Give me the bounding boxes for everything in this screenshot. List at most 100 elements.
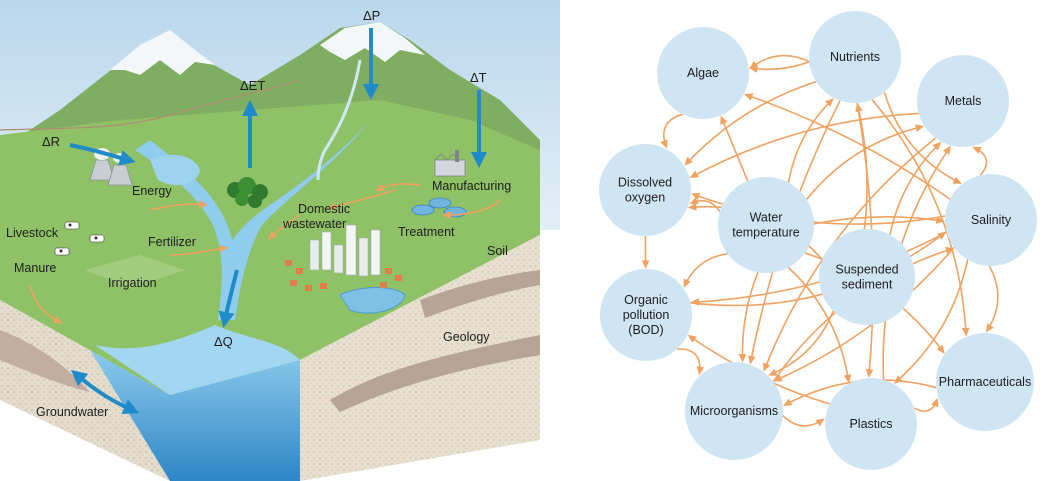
- edge-algae-to-dissolved_oxygen: [660, 113, 683, 149]
- edge-water_temperature-to-organic_pollution: [683, 253, 728, 288]
- node-circle-dissolved-oxygen: [599, 144, 691, 236]
- edge-water_temperature-to-metals: [805, 124, 925, 200]
- water-surface: [95, 325, 300, 395]
- irrigation-field: [85, 255, 185, 288]
- node-label-water-temperature: Water: [750, 211, 783, 225]
- node-label-microorganisms: Microorganisms: [690, 404, 778, 418]
- edge-organic_pollution-to-microorganisms: [677, 348, 705, 376]
- manufacturing-label: Manufacturing: [432, 179, 511, 193]
- node-metals: Metals: [917, 55, 1009, 147]
- delta-q-label: ΔQ: [214, 334, 233, 349]
- manure-label: Manure: [14, 261, 56, 275]
- node-label-organic-pollution: pollution: [623, 308, 670, 322]
- reservoir: [339, 287, 406, 314]
- node-label-algae: Algae: [687, 66, 719, 80]
- edge-suspended_sediment-to-microorganisms: [768, 310, 834, 376]
- node-label-organic-pollution: (BOD): [628, 323, 663, 337]
- delta-et-label: ΔET: [240, 78, 265, 93]
- edge-microorganisms-to-plastics: [782, 415, 825, 427]
- node-circle-microorganisms: [685, 362, 783, 460]
- node-label-metals: Metals: [945, 94, 982, 108]
- node-label-nutrients: Nutrients: [830, 50, 880, 64]
- node-circle-algae: [657, 27, 749, 119]
- rock-layer-left: [0, 330, 90, 392]
- node-circle-water-temperature: [718, 177, 814, 273]
- delta-p-label: ΔP: [363, 8, 380, 23]
- soil-label: Soil: [487, 244, 508, 258]
- node-plastics: Plastics: [825, 378, 917, 470]
- road: [0, 79, 301, 131]
- edge-metals-to-dissolved_oxygen: [689, 112, 919, 179]
- factory-icon: [434, 150, 466, 177]
- edge-nutrients-to-salinity: [883, 92, 962, 184]
- water-landscape-panel: ΔR ΔET ΔP ΔT ΔQ Energy Manufacturing Dom…: [0, 0, 560, 481]
- domestic-label: Domestic: [298, 202, 350, 216]
- river: [135, 120, 370, 320]
- forest-icon: [227, 177, 268, 208]
- delta-t-label: ΔT: [470, 70, 487, 85]
- node-label-plastics: Plastics: [849, 417, 892, 431]
- delta-r-label: ΔR: [42, 134, 60, 149]
- edge-salinity-to-plastics: [893, 259, 969, 384]
- livestock-label: Livestock: [6, 226, 59, 240]
- deep-water: [90, 350, 300, 481]
- node-label-organic-pollution: Organic: [624, 293, 668, 307]
- node-label-suspended-sediment: Suspended: [835, 263, 898, 277]
- node-circle-plastics: [825, 378, 917, 470]
- edge-salinity-to-metals: [972, 146, 988, 176]
- node-label-pharmaceuticals: Pharmaceuticals: [939, 375, 1031, 389]
- node-microorganisms: Microorganisms: [685, 362, 783, 460]
- wastewater-label: wastewater: [282, 217, 346, 231]
- node-circle-pharmaceuticals: [936, 333, 1034, 431]
- edge-water_temperature-to-algae: [720, 115, 749, 182]
- edge-salinity-to-pharmaceuticals: [985, 265, 999, 333]
- rock-layer-right-2: [330, 335, 540, 412]
- water-quality-nodes: NutrientsAlgaeMetalsDissolvedoxygenWater…: [599, 11, 1037, 470]
- mountain-stream: [316, 59, 362, 181]
- node-nutrients: Nutrients: [809, 11, 901, 103]
- node-pharmaceuticals: Pharmaceuticals: [936, 333, 1034, 431]
- node-circle-suspended-sediment: [819, 229, 915, 325]
- node-label-water-temperature: temperature: [732, 226, 799, 240]
- edge-nutrients-to-pharmaceuticals: [871, 99, 970, 337]
- edge-nutrients-to-dissolved_oxygen: [684, 80, 817, 166]
- climate-arrows: [69, 28, 487, 414]
- edge-suspended_sediment-to-metals: [889, 141, 942, 236]
- edge-salinity-to-algae: [743, 93, 951, 200]
- edge-water_temperature-to-dissolved_oxygen: [689, 197, 721, 213]
- edge-plastics-to-pharmaceuticals: [913, 397, 939, 413]
- edge-water_temperature-to-nutrients: [787, 98, 834, 183]
- grassland: [0, 100, 540, 395]
- node-circle-organic-pollution: [600, 269, 692, 361]
- city-icon: [285, 224, 402, 291]
- node-salinity: Salinity: [945, 174, 1037, 266]
- node-circle-salinity: [945, 174, 1037, 266]
- snow-cap-left: [110, 30, 215, 75]
- human-flow-arrows: [29, 183, 501, 324]
- edge-water_temperature-to-microorganisms: [738, 272, 759, 363]
- edge-nutrients-to-algae: [749, 54, 810, 70]
- rock-layer-right-1: [420, 270, 540, 318]
- node-algae: Algae: [657, 27, 749, 119]
- groundwater-label: Groundwater: [36, 405, 108, 419]
- node-label-salinity: Salinity: [971, 213, 1012, 227]
- energy-label: Energy: [132, 184, 172, 198]
- treatment-label: Treatment: [398, 225, 455, 239]
- node-label-suspended-sediment: sediment: [842, 278, 893, 292]
- geology-label: Geology: [443, 330, 490, 344]
- irrigation-label: Irrigation: [108, 276, 157, 290]
- node-circle-nutrients: [809, 11, 901, 103]
- node-label-dissolved-oxygen: oxygen: [625, 191, 665, 205]
- livestock-icon: [54, 221, 105, 256]
- fertilizer-label: Fertilizer: [148, 235, 196, 249]
- node-label-dissolved-oxygen: Dissolved: [618, 176, 672, 190]
- node-circle-metals: [917, 55, 1009, 147]
- interaction-edges: [641, 54, 999, 427]
- lake: [150, 154, 200, 186]
